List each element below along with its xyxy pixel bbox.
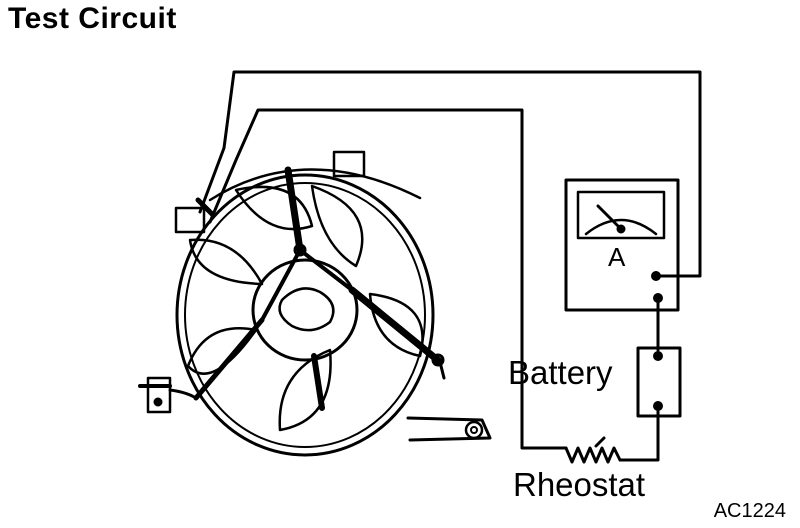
rheostat-symbol (564, 436, 622, 464)
wire-outer (198, 70, 702, 278)
diagram-title: Test Circuit (8, 2, 177, 35)
fan-assembly (138, 150, 492, 457)
ammeter (564, 178, 680, 312)
ammeter-label: A (608, 242, 626, 272)
wire-battery-rheostat (618, 404, 660, 462)
battery (636, 346, 682, 418)
wire-inner (208, 108, 568, 450)
battery-label: Battery (508, 354, 613, 391)
rheostat-label: Rheostat (513, 466, 646, 503)
figure-code: AC1224 (713, 500, 786, 522)
